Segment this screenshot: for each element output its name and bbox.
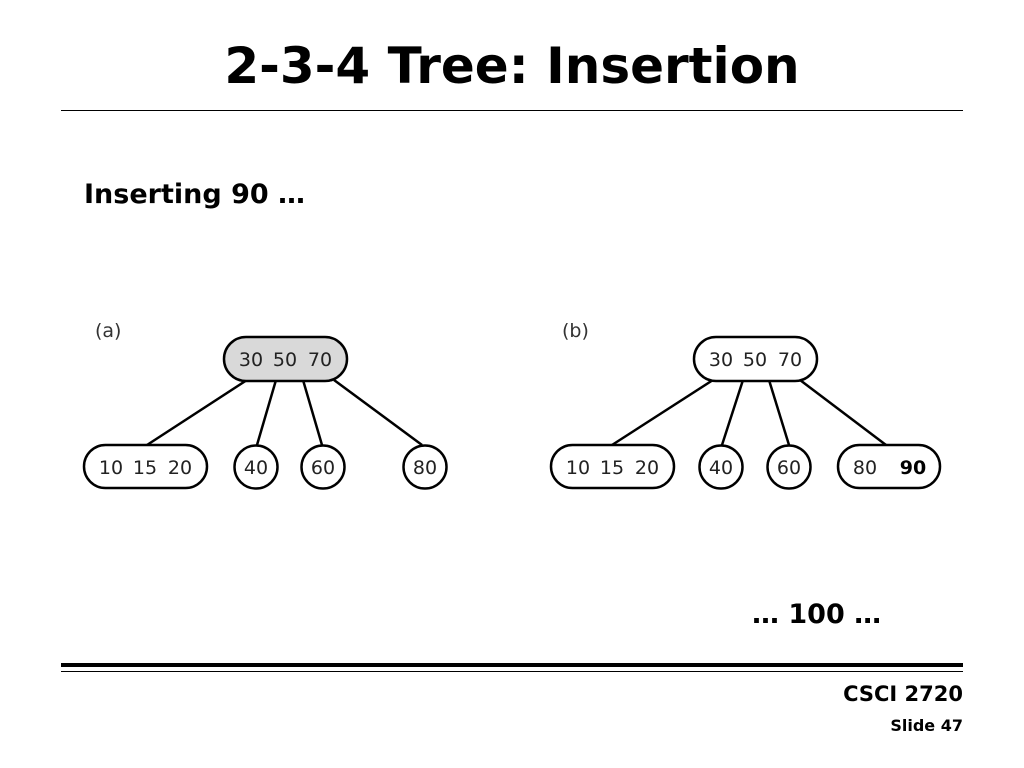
node-key: 15	[133, 457, 157, 479]
panel-b-edge-2	[720, 379, 745, 446]
panel-a-child-node-4: 80	[402, 444, 448, 490]
node-key: 30	[239, 349, 263, 371]
node-key: 60	[311, 457, 335, 479]
panel-b-edge-1	[611, 378, 714, 447]
node-key: 10	[99, 457, 123, 479]
footer-divider-thin	[61, 671, 963, 672]
panel-a-root-node: 30 50 70	[222, 335, 349, 383]
footer-divider-thick	[61, 663, 963, 667]
node-key: 40	[244, 457, 268, 479]
node-key: 15	[600, 457, 624, 479]
panel-b-label: (b)	[562, 320, 589, 342]
slide-subtitle: Inserting 90 …	[84, 179, 306, 210]
panel-a-edge-3	[301, 379, 324, 446]
panel-b: (b) 30 50 70 10 15 20 40 60	[549, 320, 942, 490]
panel-a-edge-2	[255, 379, 278, 446]
panel-b-child-4-shape	[836, 443, 942, 490]
panel-a-child-node-3: 60	[300, 444, 346, 490]
panel-a-child-node-2: 40	[233, 444, 279, 490]
panel-a-edge-1	[146, 378, 248, 447]
course-label: CSCI 2720	[843, 682, 963, 706]
panel-a-label: (a)	[95, 320, 121, 342]
panel-b-child-node-3: 60	[766, 444, 812, 490]
panel-b-child-node-4: 80 90	[836, 443, 942, 490]
panel-a-child-3-shape	[300, 444, 346, 490]
panel-a-edge-4	[333, 378, 423, 447]
panel-b-child-1-shape	[549, 443, 676, 490]
panel-b-edge-4	[799, 379, 887, 446]
node-key: 70	[308, 349, 332, 371]
panel-b-child-2-shape	[698, 444, 744, 490]
slide-number: Slide 47	[890, 716, 963, 735]
next-insertion-note: … 100 …	[752, 599, 882, 630]
panel-a-child-2-shape	[233, 444, 279, 490]
panel-a-root-shape	[222, 335, 349, 383]
panel-b-root-node: 30 50 70	[692, 335, 819, 383]
panel-a-child-4-shape	[402, 444, 448, 490]
node-key: 20	[635, 457, 659, 479]
panel-b-edge-3	[767, 379, 791, 446]
panel-a: (a) 30 50 70 10 15 20 40 60	[82, 320, 448, 490]
node-key: 30	[709, 349, 733, 371]
panel-b-child-3-shape	[766, 444, 812, 490]
node-key: 80	[853, 457, 877, 479]
title-divider	[61, 110, 963, 111]
node-key: 80	[413, 457, 437, 479]
node-key: 60	[777, 457, 801, 479]
panel-b-root-shape	[692, 335, 819, 383]
inserted-key: 90	[900, 457, 926, 479]
panel-a-child-node-1: 10 15 20	[82, 443, 209, 490]
node-key: 10	[566, 457, 590, 479]
panel-a-child-1-shape	[82, 443, 209, 490]
node-key: 50	[273, 349, 297, 371]
node-key: 40	[709, 457, 733, 479]
panel-b-child-node-1: 10 15 20	[549, 443, 676, 490]
node-key: 50	[743, 349, 767, 371]
node-key: 70	[778, 349, 802, 371]
node-key: 20	[168, 457, 192, 479]
slide-title: 2-3-4 Tree: Insertion	[224, 37, 800, 95]
panel-b-child-node-2: 40	[698, 444, 744, 490]
